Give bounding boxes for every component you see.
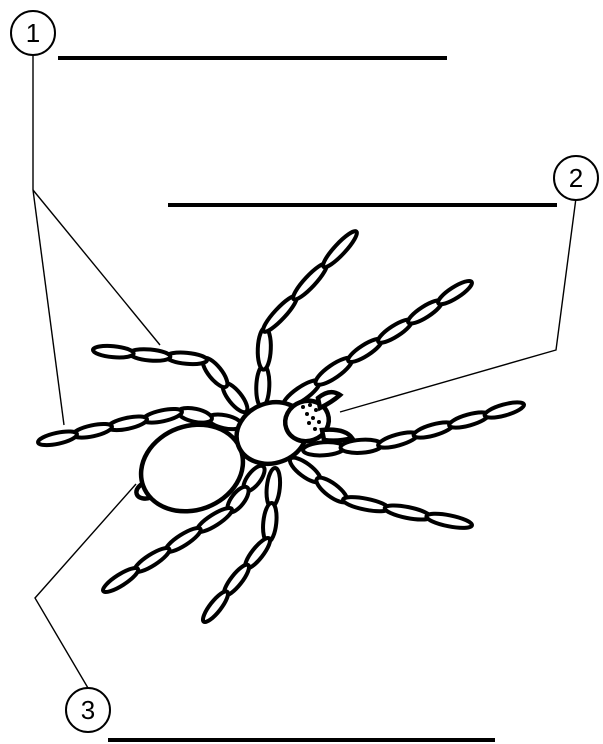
leg-segment <box>72 421 113 440</box>
leg-segment <box>257 328 272 370</box>
leg-segment <box>100 564 141 595</box>
leg-upper-2 <box>280 277 475 411</box>
leg-segment <box>384 503 432 523</box>
leader-1-to-lower-leg <box>33 190 64 425</box>
leg-segment <box>142 406 183 425</box>
leg-segment <box>483 399 525 421</box>
callout-number-3: 3 <box>81 695 95 725</box>
leader-2-to-cephalothorax <box>340 198 576 412</box>
spider-illustration <box>37 228 526 625</box>
leg-segment <box>199 588 231 625</box>
leg-right-2 <box>287 454 473 531</box>
leg-segment <box>342 494 390 514</box>
leg-segment <box>166 351 208 366</box>
leg-segment <box>107 414 148 433</box>
leader-lines <box>33 55 576 688</box>
leg-segment <box>37 429 78 448</box>
callout-1: 1 <box>11 11 55 55</box>
leg-segment <box>129 348 171 363</box>
leg-segment <box>92 344 134 359</box>
pedipalp-lower <box>322 430 352 441</box>
leg-left-1 <box>92 344 251 415</box>
pedipalp-upper <box>318 392 340 408</box>
callout-3: 3 <box>66 688 110 732</box>
leg-segment <box>425 511 473 531</box>
leg-segment <box>320 228 361 271</box>
leader-1-to-upper-leg <box>33 190 160 345</box>
callout-number-2: 2 <box>569 163 583 193</box>
leg-segment <box>435 277 474 308</box>
callout-number-1: 1 <box>26 18 40 48</box>
callout-2: 2 <box>554 156 598 200</box>
